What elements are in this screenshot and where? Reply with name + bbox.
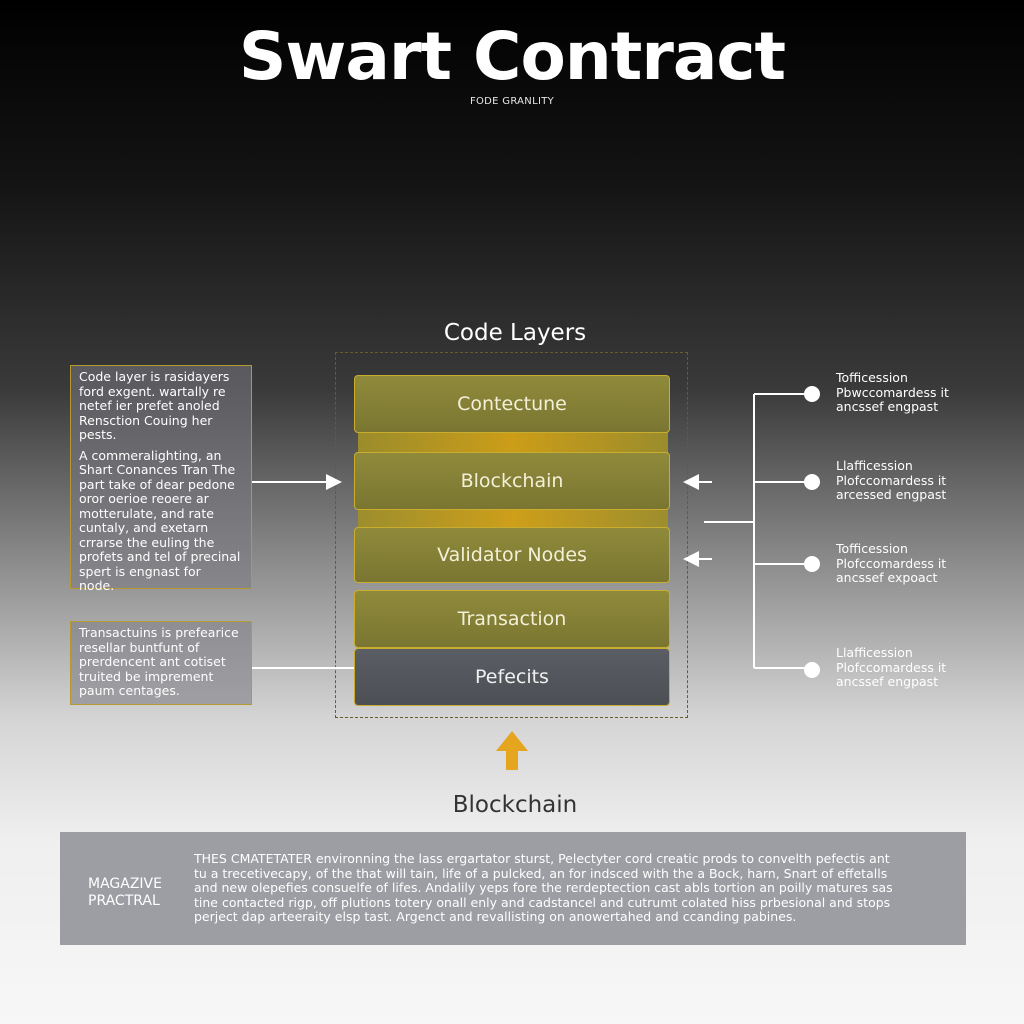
note-line: part take of dear pedone — [79, 476, 235, 492]
layer-label: Transaction — [457, 608, 567, 630]
right-item-line: arcessed engpast — [836, 487, 947, 502]
note-line: netef ier prefet anoled — [79, 398, 220, 413]
bullet-dot-icon — [804, 556, 820, 572]
right-item: Tofficession Plofccomardess it ancssef e… — [836, 541, 947, 586]
right-item-line: ancssef engpast — [836, 674, 939, 689]
bullet-dot-icon — [804, 386, 820, 402]
note-line: Shart Conances Tran The — [79, 462, 236, 477]
note-line: profets and tel of precinal — [79, 549, 241, 564]
note-line: A commeralighting, an — [79, 447, 222, 463]
note-line: paum centages. — [79, 683, 180, 698]
layer-transaction: Transaction — [354, 590, 670, 648]
footer-line: THES CMATETATER environning the lass erg… — [194, 851, 890, 866]
layer-connector — [358, 509, 668, 528]
right-item-line: Plofccomardess it — [836, 555, 947, 571]
layer-connector — [358, 432, 668, 454]
left-note-top: Code layer is rasidayers ford exgent. wa… — [70, 365, 252, 593]
right-item-line: ancssef engpast — [836, 399, 939, 414]
right-item-line: Llafficession — [836, 645, 913, 660]
footer-line: and new olepefies consuelfe of lifes. An… — [194, 880, 893, 896]
note-paragraph: Transactuins is prefearice resellar bunt… — [79, 625, 243, 699]
right-item: Llafficession Plofccomardess it arcessed… — [836, 458, 947, 503]
arrow-right-icon — [326, 474, 342, 490]
layer-blockchain: Blockchain — [354, 452, 670, 510]
note-line: motterulate, and rate — [79, 505, 214, 521]
right-item-line: Plofccomardess it — [836, 659, 947, 675]
note-paragraph: A commeralighting, an Shart Conances Tra… — [79, 447, 243, 594]
layer-label: Pefecits — [475, 666, 549, 688]
note-line: cuntaly, and exetarn — [79, 520, 209, 535]
note-line: spert is engnast for — [79, 563, 201, 579]
stack-frame — [335, 352, 688, 718]
right-item: Llafficession Plofccomardess it ancssef … — [836, 645, 947, 690]
layer-label: Validator Nodes — [437, 544, 587, 566]
note-line: truited be imprement — [79, 668, 214, 684]
arrow-up-icon — [496, 731, 528, 770]
note-line: Code layer is rasidayers — [79, 369, 230, 384]
note-line: ford exgent. wartally re — [79, 383, 226, 399]
layer-label: Contectune — [457, 393, 567, 415]
footer-box: MAGAZIVE PRACTRAL THES CMATETATER enviro… — [60, 832, 966, 945]
arrow-left-icon — [683, 551, 699, 567]
right-item-line: Pbwccomardess it — [836, 384, 949, 400]
right-item: Tofficession Pbwccomardess it ancssef en… — [836, 370, 949, 415]
footer-line: tu a trecetivecapy, of the that will tai… — [194, 865, 888, 881]
right-item-line: Tofficession — [836, 370, 908, 385]
note-line: pests. — [79, 427, 117, 442]
note-line: crrarse the euling the — [79, 534, 215, 550]
footer-side-line: PRACTRAL — [88, 893, 160, 909]
note-line: resellar buntfunt of — [79, 639, 200, 655]
footer-line: perject dap arteeraity elsp tast. Argenc… — [194, 909, 797, 925]
bullet-dot-icon — [804, 662, 820, 678]
bullet-dot-icon — [804, 474, 820, 490]
footer-line: tine contacted rigp, off plutions totery… — [194, 894, 891, 910]
right-item-line: ancssef expoact — [836, 570, 938, 585]
note-line: prerdencent ant cotiset — [79, 654, 226, 669]
base-label: Blockchain — [452, 792, 578, 818]
footer-body: THES CMATETATER environning the lass erg… — [194, 851, 954, 925]
left-note-bottom: Transactuins is prefearice resellar bunt… — [70, 621, 252, 705]
stack-title: Code Layers — [443, 320, 587, 346]
layer-validator-nodes: Validator Nodes — [354, 527, 670, 583]
page-title: Swart Contract — [238, 18, 786, 95]
footer-side-line: MAGAZIVE — [88, 876, 162, 892]
footer-side-label: MAGAZIVE PRACTRAL — [88, 876, 223, 910]
note-line: node. — [79, 578, 115, 593]
note-line: Transactuins is prefearice — [79, 625, 239, 640]
layer-contectune: Contectune — [354, 375, 670, 433]
layer-pefecits: Pefecits — [354, 648, 670, 706]
right-item-line: Llafficession — [836, 458, 913, 473]
page-subtitle: FODE GRANLITY — [469, 96, 555, 107]
right-item-line: Plofccomardess it — [836, 472, 947, 488]
note-paragraph: Code layer is rasidayers ford exgent. wa… — [79, 369, 243, 443]
arrow-left-icon — [683, 474, 699, 490]
note-line: oror oerioe reoere ar — [79, 491, 209, 506]
note-line: Rensction Couing her — [79, 412, 213, 428]
layer-label: Blockchain — [460, 470, 564, 492]
right-item-line: Tofficession — [836, 541, 908, 556]
